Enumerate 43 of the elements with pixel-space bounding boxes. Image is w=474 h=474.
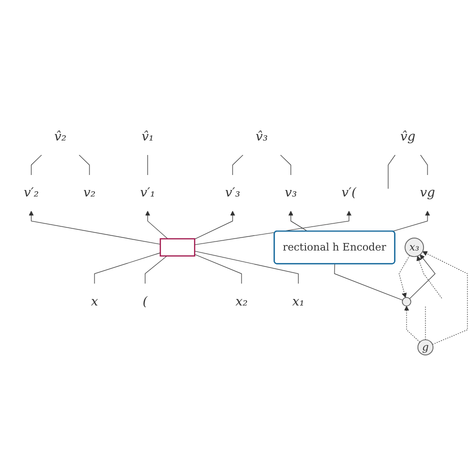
node-text: x₁ xyxy=(292,294,304,309)
node-text: v′( xyxy=(342,186,356,200)
connector xyxy=(147,154,148,176)
arrow xyxy=(145,210,168,240)
node-text: vg xyxy=(420,186,436,200)
arrow xyxy=(392,210,430,232)
node-text: v̂₂ xyxy=(54,130,66,144)
arrow xyxy=(194,210,352,246)
node-text: x xyxy=(90,294,98,309)
connector xyxy=(194,254,242,284)
node-text: v̂₃ xyxy=(256,130,268,144)
arrow xyxy=(409,254,436,299)
connector xyxy=(30,154,42,176)
node-text: v₃ xyxy=(284,186,297,200)
node-box xyxy=(160,238,196,257)
node-circle xyxy=(402,297,412,306)
connector xyxy=(78,154,90,176)
node-text: v′₂ xyxy=(24,186,39,200)
arrow xyxy=(422,251,468,345)
connector xyxy=(280,154,292,176)
connector xyxy=(194,250,299,284)
node-text: v̂₁ xyxy=(142,130,154,144)
arrow xyxy=(288,210,308,232)
connector xyxy=(94,252,161,284)
connector xyxy=(388,154,396,189)
connector xyxy=(144,256,168,284)
node-circle: x₃ xyxy=(404,238,424,258)
connector xyxy=(425,306,426,340)
node-text: v̂g xyxy=(400,130,416,144)
node-text: v′₃ xyxy=(225,186,240,200)
connector xyxy=(334,264,403,300)
node-circle: g xyxy=(417,339,434,356)
arrow xyxy=(398,255,410,298)
arrow xyxy=(194,210,236,240)
arrow xyxy=(404,306,420,342)
connector xyxy=(420,154,428,176)
connector xyxy=(232,154,244,176)
node-text: ( xyxy=(142,294,148,309)
arrow xyxy=(416,256,442,299)
arrow xyxy=(28,210,161,245)
node-text: v₂ xyxy=(83,186,96,200)
node-text: x₂ xyxy=(235,294,248,309)
node-text: v′₁ xyxy=(140,186,156,200)
